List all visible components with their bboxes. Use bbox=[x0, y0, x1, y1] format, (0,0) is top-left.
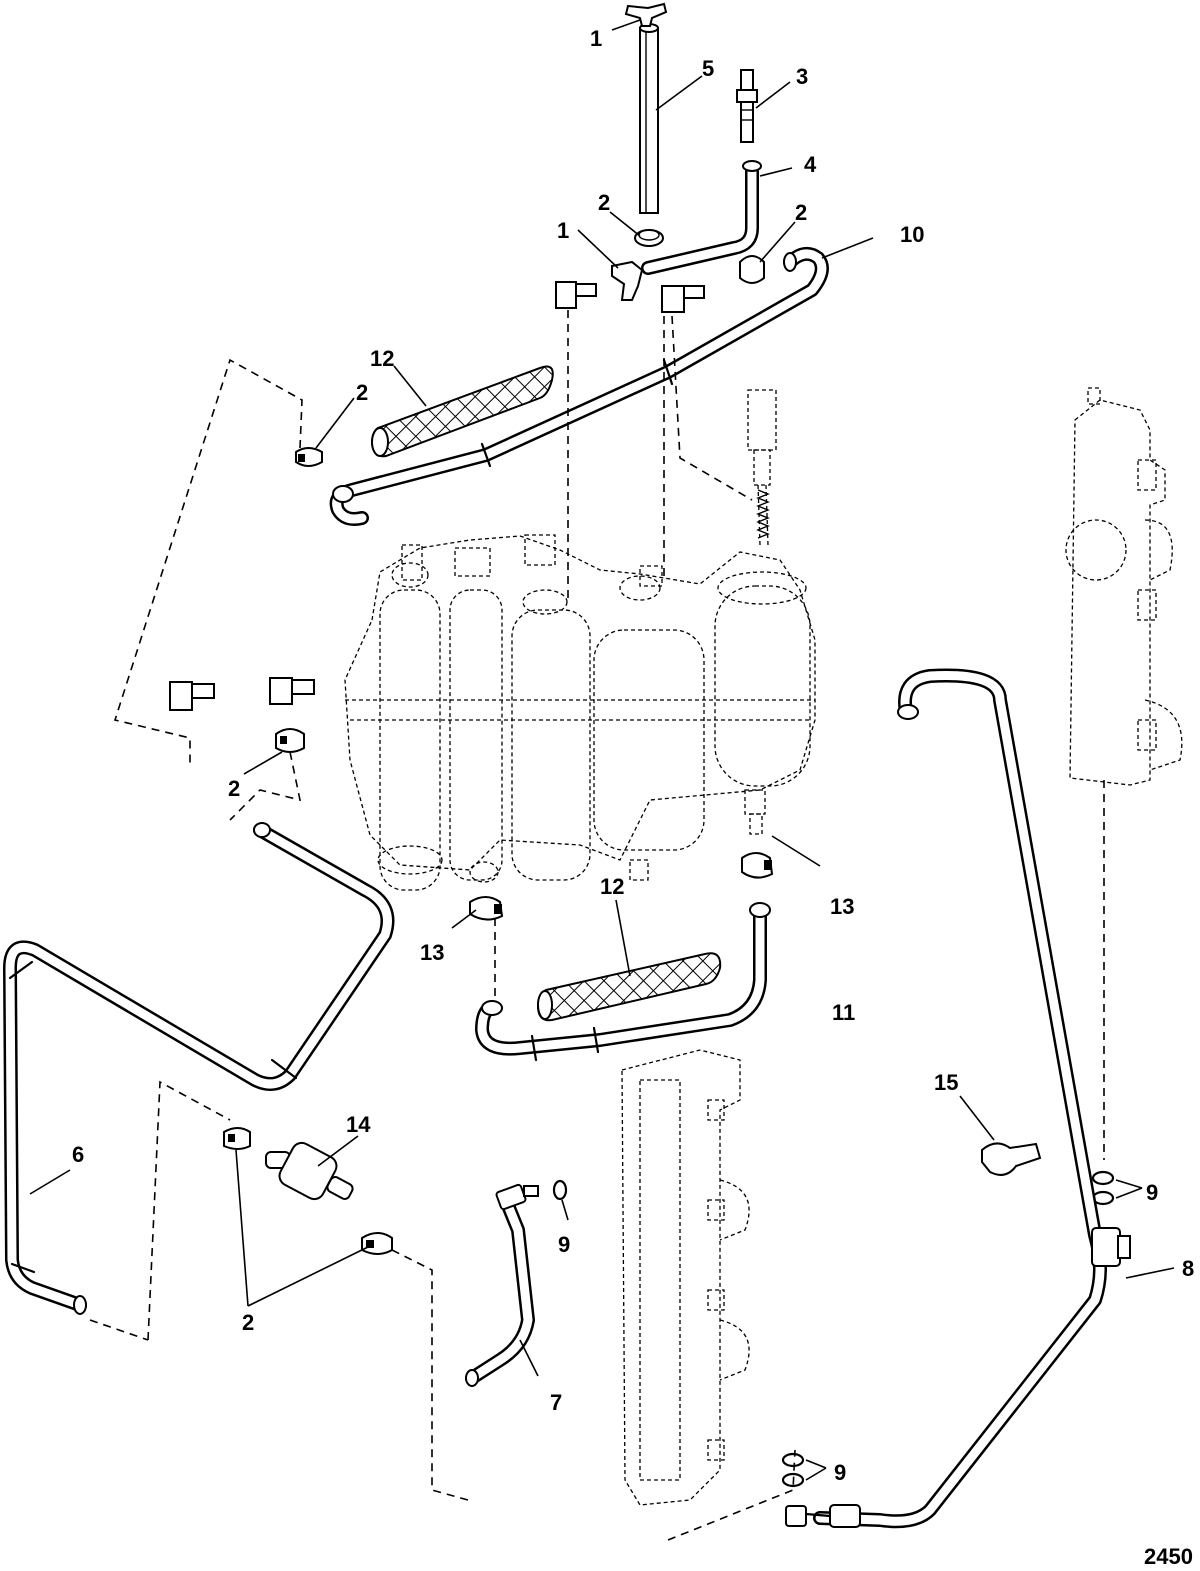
part-1-clip-top bbox=[624, 2, 668, 27]
part-12-sleeve-upper bbox=[370, 365, 554, 458]
part-13-clamp-left bbox=[469, 896, 504, 921]
leader-lines bbox=[29, 19, 1175, 1481]
part-4-elbow-hose bbox=[641, 160, 762, 275]
callout-labels: 1 1 2 2 2 2 2 3 4 5 6 7 8 9 9 9 10 11 12… bbox=[72, 26, 1194, 1569]
fuel-rail-lower bbox=[621, 1049, 750, 1506]
fuel-rail-upper bbox=[1065, 387, 1183, 786]
part-10-long-hose bbox=[329, 246, 829, 526]
callout-13: 13 bbox=[420, 940, 444, 965]
elbow-fitting-d bbox=[269, 677, 315, 705]
callout-8: 8 bbox=[1182, 1256, 1194, 1281]
callout-9: 9 bbox=[558, 1232, 570, 1257]
part-1-clip-lower bbox=[611, 260, 644, 301]
part-2-clamp-lower-b bbox=[361, 1232, 393, 1255]
callout-12: 12 bbox=[600, 874, 624, 899]
callout-4: 4 bbox=[804, 152, 817, 177]
callout-11: 11 bbox=[832, 1000, 855, 1025]
callout-7: 7 bbox=[550, 1390, 562, 1415]
assembly-lines bbox=[89, 310, 1105, 1541]
callout-5: 5 bbox=[702, 56, 714, 81]
callout-2: 2 bbox=[795, 200, 807, 225]
part-2-clamp-mid-left bbox=[275, 728, 305, 753]
part-8-fuel-line bbox=[785, 668, 1131, 1529]
callout-2: 2 bbox=[356, 380, 368, 405]
callout-1: 1 bbox=[557, 218, 569, 243]
part-2-clamp-top-b bbox=[739, 255, 765, 284]
callout-3: 3 bbox=[796, 64, 808, 89]
callout-2: 2 bbox=[598, 190, 610, 215]
callout-9: 9 bbox=[1146, 1180, 1158, 1205]
part-2-clamp-top-a bbox=[634, 229, 664, 247]
callout-9: 9 bbox=[834, 1460, 846, 1485]
callout-2: 2 bbox=[242, 1310, 254, 1335]
part-2-clamp-lower-a bbox=[223, 1127, 251, 1150]
part-15-clip bbox=[981, 1142, 1042, 1176]
part-14-inline-filter bbox=[265, 1141, 354, 1201]
elbow-fitting-c bbox=[169, 681, 215, 711]
part-13-clamp-right bbox=[741, 852, 774, 879]
figure-number: 2450 bbox=[1144, 1544, 1193, 1569]
part-9-o-ring-c bbox=[781, 1452, 805, 1488]
part-11-u-hose bbox=[475, 902, 771, 1062]
part-9-o-ring-a bbox=[552, 1179, 568, 1201]
callout-15: 15 bbox=[934, 1070, 958, 1095]
callout-14: 14 bbox=[346, 1112, 371, 1137]
part-6-bent-hose bbox=[3, 822, 395, 1315]
callout-10: 10 bbox=[900, 222, 924, 247]
part-12-sleeve-lower bbox=[536, 952, 722, 1022]
part-3-fitting bbox=[736, 69, 758, 143]
part-9-o-ring-b bbox=[1091, 1170, 1115, 1206]
callout-12: 12 bbox=[370, 346, 394, 371]
callout-13: 13 bbox=[830, 894, 854, 919]
callout-2: 2 bbox=[228, 776, 240, 801]
callout-1: 1 bbox=[590, 26, 602, 51]
part-2-clamp-upper-left bbox=[295, 447, 323, 467]
vapor-separator-assembly bbox=[344, 389, 816, 891]
part-5-tube bbox=[639, 23, 659, 214]
callout-6: 6 bbox=[72, 1142, 84, 1167]
elbow-fitting-a bbox=[555, 281, 597, 309]
elbow-fitting-b bbox=[661, 285, 705, 313]
